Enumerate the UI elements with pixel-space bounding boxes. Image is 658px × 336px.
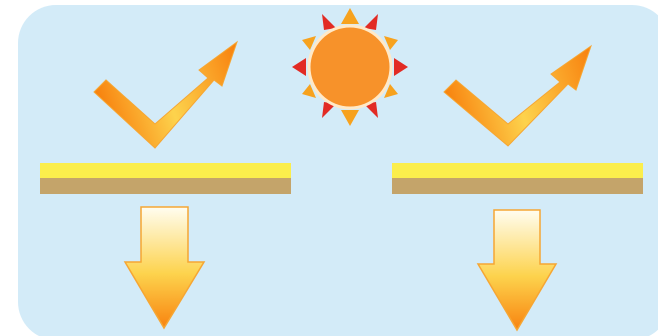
left-panel <box>40 40 291 330</box>
sun-ray-lower-left <box>322 102 336 118</box>
sun-ray-upper-right <box>364 14 378 30</box>
sun-ray-bottom <box>341 110 359 126</box>
sun-ray-left <box>292 58 306 76</box>
sun-ray-right <box>394 58 408 76</box>
right-panel <box>392 44 643 332</box>
sun-ray-left-upper <box>302 36 316 50</box>
down-arrow-icon <box>123 206 206 330</box>
sun-ray-left-lower <box>302 84 316 98</box>
yellow-layer <box>392 163 643 178</box>
sun-ray-right-lower <box>384 84 398 98</box>
tan-layer <box>392 178 643 194</box>
sun-ray-top <box>341 8 359 24</box>
reflected-arrow-icon <box>443 44 592 147</box>
sun-icon <box>292 8 408 126</box>
reflected-arrow-icon <box>93 40 238 149</box>
sun-ray-lower-right <box>364 102 378 118</box>
tan-layer <box>40 178 291 194</box>
sun-body <box>307 24 393 110</box>
sun-ray-right-upper <box>384 36 398 50</box>
yellow-layer <box>40 163 291 178</box>
sun-ray-upper-left <box>322 14 336 30</box>
sun-rays <box>292 8 408 126</box>
down-arrow-icon <box>476 209 558 332</box>
